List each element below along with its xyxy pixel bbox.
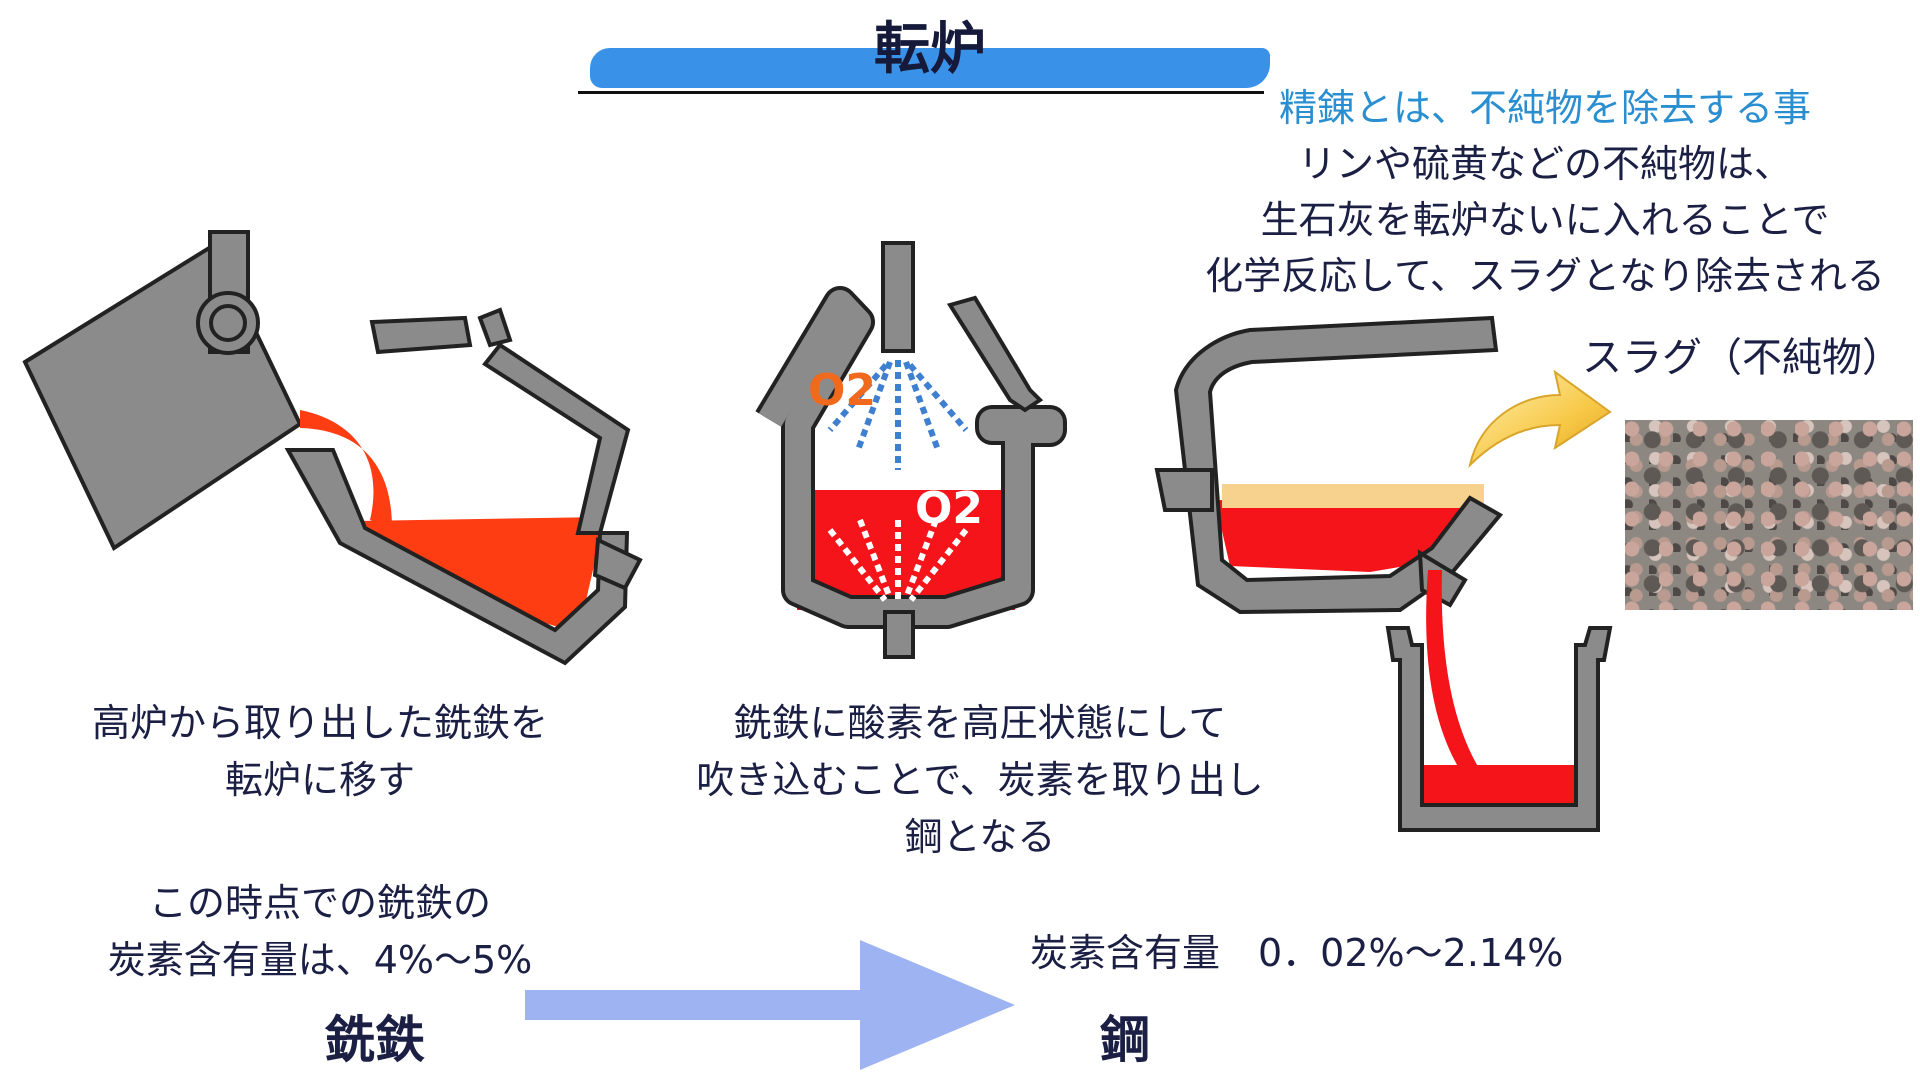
steel-carbon-note: 炭素含有量 0．02%〜2.14% <box>1030 931 1564 975</box>
pig-iron-carbon-note: この時点での銑鉄の 炭素含有量は、4%〜5% <box>65 875 575 989</box>
step1-caption-line-2: 転炉に移す <box>224 758 415 802</box>
refining-note-heading: 精錬とは、不純物を除去する事 <box>1278 86 1811 130</box>
step2-caption-line-1: 銑鉄に酸素を高圧状態にして <box>733 701 1227 745</box>
title-underline-highlight <box>590 48 1270 88</box>
refining-note: 精錬とは、不純物を除去する事 リンや硫黄などの不純物は、 生石灰を転炉ないに入れ… <box>1175 80 1915 304</box>
steel-label: 鋼 <box>1100 1011 1150 1069</box>
pig-iron-note-line-2: 炭素含有量は、4%〜5% <box>107 938 533 982</box>
slag-arrow-icon <box>1468 369 1612 469</box>
step2-caption-line-2: 吹き込むことで、炭素を取り出し <box>696 758 1264 802</box>
molten-iron-stream <box>300 410 392 528</box>
refining-note-line-3: 化学反応して、スラグとなり除去される <box>1205 254 1885 298</box>
step1-caption: 高炉から取り出した銑鉄を 転炉に移す <box>40 695 600 809</box>
receiving-ladle <box>1385 626 1613 832</box>
step2-caption: 銑鉄に酸素を高圧状態にして 吹き込むことで、炭素を取り出し 鋼となる <box>630 695 1330 866</box>
step2-caption-line-3: 鋼となる <box>904 815 1056 859</box>
slag-label: スラグ（不純物） <box>1582 335 1902 381</box>
page-title: 転炉 <box>874 17 986 82</box>
slag-photo <box>1625 420 1913 610</box>
title-rule <box>578 91 1264 94</box>
oxygen-label-top: O2 <box>808 365 877 416</box>
step1-caption-line-1: 高炉から取り出した銑鉄を <box>91 701 548 745</box>
converter-blowing <box>755 241 1067 659</box>
converter-receiving <box>284 307 643 666</box>
pig-iron-label: 銑鉄 <box>325 1011 425 1069</box>
oxygen-spray-inner <box>827 518 969 602</box>
refining-note-line-2: 生石灰を転炉ないに入れることで <box>1260 198 1830 242</box>
pig-iron-note-line-1: この時点での銑鉄の <box>148 881 491 925</box>
ladle-pouring <box>22 230 303 551</box>
refining-note-line-1: リンや硫黄などの不純物は、 <box>1297 142 1792 186</box>
steel-pour-stream <box>1426 570 1480 770</box>
converter-tapping <box>1154 315 1504 615</box>
oxygen-label-inner: O2 <box>915 483 984 534</box>
conversion-arrow-icon <box>525 940 1015 1070</box>
oxygen-spray-top <box>827 360 969 470</box>
